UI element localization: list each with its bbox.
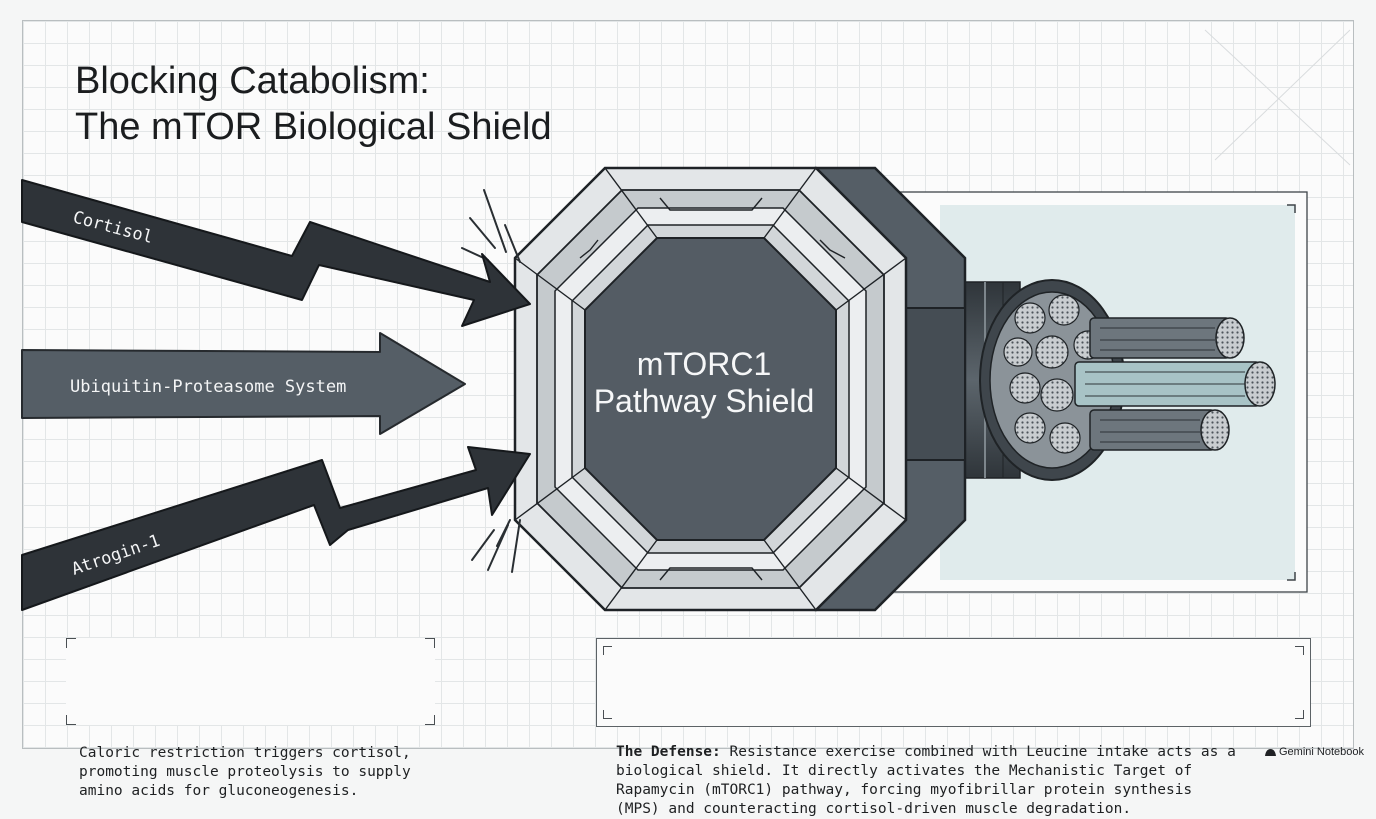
impact-marks — [461, 189, 521, 573]
note-the-defense: The Defense: Resistance exercise combine… — [596, 638, 1311, 817]
mtorc1-shield — [513, 166, 967, 612]
title-line-2: The mTOR Biological Shield — [75, 106, 552, 148]
arrow-label-ubiquitin: Ubiquitin-Proteasome System — [70, 377, 346, 397]
note-right-heading: The Defense: — [616, 744, 721, 760]
shield-label-line1: mTORC1 — [637, 346, 772, 382]
frame-corner — [66, 638, 76, 648]
frame-corner — [66, 715, 76, 725]
frame-corner — [1295, 710, 1304, 719]
arrow-ubiquitin: Ubiquitin-Proteasome System — [21, 332, 466, 435]
gemini-notebook-icon — [1265, 749, 1276, 756]
shield-label-line2: Pathway Shield — [594, 383, 815, 419]
page-title: Blocking Catabolism: The mTOR Biological… — [75, 58, 552, 150]
title-line-1: Blocking Catabolism: — [75, 60, 430, 102]
arrow-atrogin: Atrogin-1 — [21, 446, 531, 611]
frame-corner — [603, 710, 612, 719]
watermark-text: Gemini Notebook — [1279, 746, 1364, 758]
note-left-text: Caloric restriction triggers cortisol, p… — [79, 745, 411, 799]
frame-corner — [603, 646, 612, 655]
frame-corner — [425, 638, 435, 648]
frame-corner — [1295, 646, 1304, 655]
watermark: Gemini Notebook — [1265, 746, 1364, 758]
frame-corner — [425, 715, 435, 725]
diagram-canvas: Cortisol Ubiquitin-Proteasome System Atr… — [21, 29, 1351, 612]
arrow-cortisol: Cortisol — [21, 179, 531, 327]
muscle-fiber-bundle-icon — [949, 279, 1276, 481]
note-caloric-restriction: Caloric restriction triggers cortisol, p… — [66, 638, 435, 799]
corner-sketch — [1204, 29, 1351, 166]
